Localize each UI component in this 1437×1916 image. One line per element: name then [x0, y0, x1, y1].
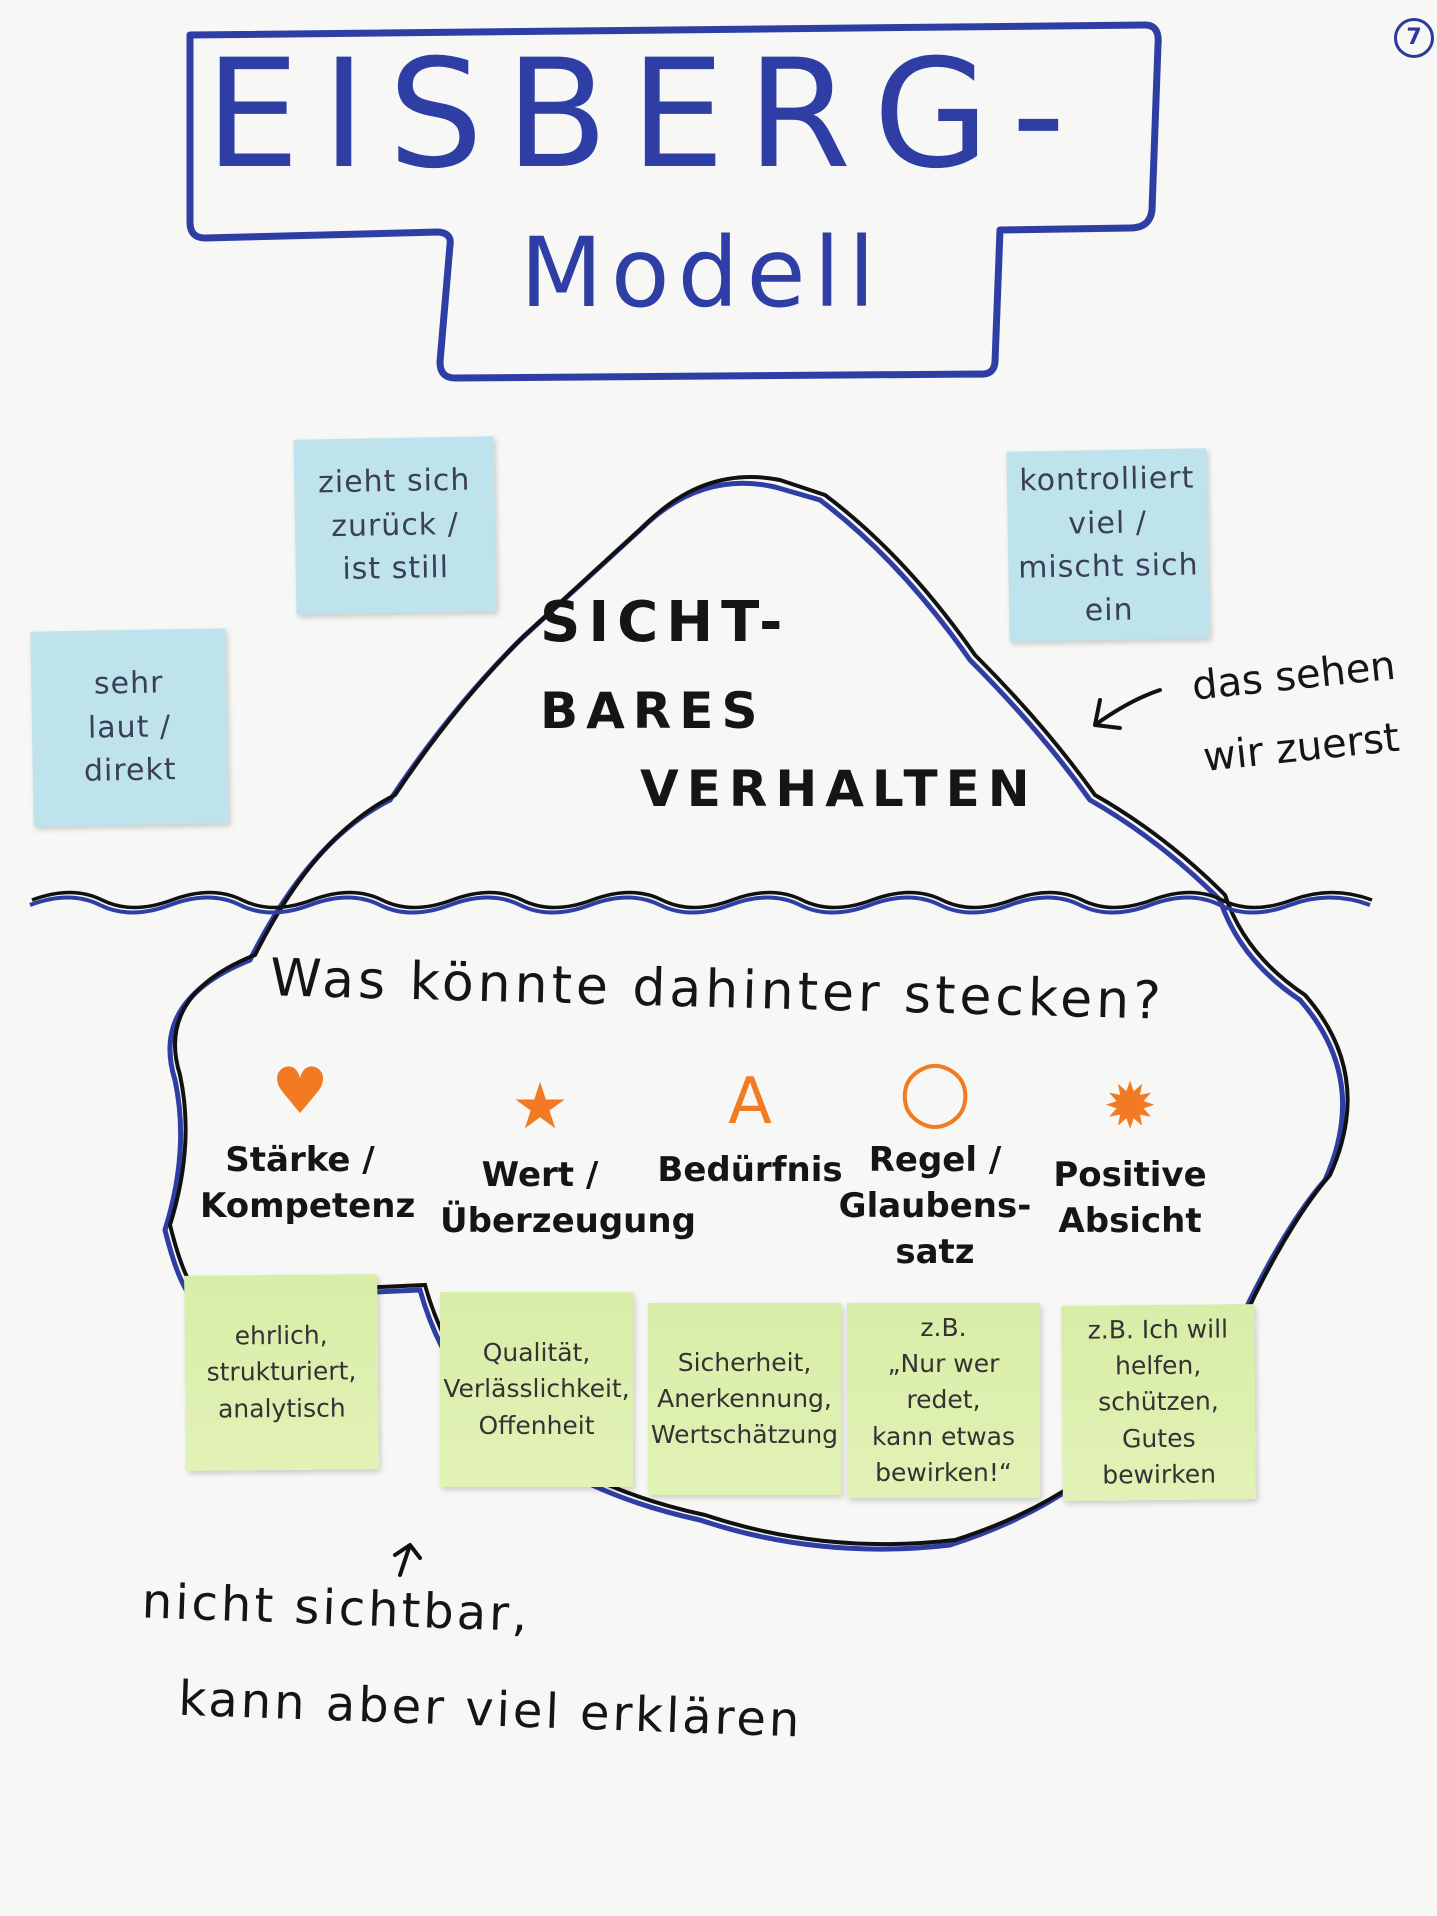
example-note-2: Qualität, Verlässlichkeit, Offenheit: [440, 1292, 633, 1487]
title-line-1: EISBERG-: [205, 28, 1088, 202]
title-frame: [186, 21, 1162, 382]
example-note-text: z.B. „Nur wer redet, kann etwas bewirken…: [872, 1312, 1015, 1487]
example-note-text: Qualität, Verlässlichkeit, Offenheit: [443, 1338, 630, 1440]
example-note-text: ehrlich, strukturiert, analytisch: [206, 1320, 357, 1424]
category-intention: ✹ Positive Absicht: [1030, 1075, 1230, 1245]
example-note-4: z.B. „Nur wer redet, kann etwas bewirken…: [847, 1303, 1040, 1498]
speech-bubble-icon: ◯: [899, 1055, 971, 1129]
example-note-5: z.B. Ich will helfen, schützen, Gutes be…: [1061, 1304, 1256, 1501]
a-icon: A: [728, 1065, 772, 1139]
example-note-3: Sicherheit, Anerkennung, Wertschätzung: [648, 1303, 841, 1495]
water-line-blue: [29, 895, 1371, 915]
example-note-text: z.B. Ich will helfen, schützen, Gutes be…: [1087, 1314, 1229, 1490]
behavior-note-text: zieht sich zurück / ist still: [317, 462, 471, 588]
category-strength: ♥ Stärke / Kompetenz: [200, 1055, 416, 1230]
category-value: ★ Wert / Überzeugung: [440, 1070, 696, 1245]
behavior-note-3: sehr laut / direkt: [30, 628, 229, 827]
heart-icon: ♥: [271, 1055, 329, 1129]
star-icon: ★: [511, 1070, 569, 1144]
side-note: das sehen wir zuerst: [1189, 642, 1402, 781]
title-line-2: Modell: [520, 217, 883, 329]
category-need: A Bedürfnis: [650, 1070, 850, 1194]
category-label: Bedürfnis: [657, 1150, 843, 1190]
arrow-up: [393, 1543, 422, 1577]
arrow-to-tip: [1093, 688, 1162, 730]
example-note-text: Sicherheit, Anerkennung, Wertschätzung: [650, 1347, 839, 1450]
iceberg-outline-black: [167, 475, 1350, 1547]
behavior-note-text: kontrolliert viel / mischt sich ein: [1017, 460, 1199, 628]
page-number: 7: [1394, 18, 1434, 58]
category-label: Regel / Glaubens- satz: [838, 1140, 1032, 1272]
water-line-black: [31, 890, 1373, 910]
sun-icon: ✹: [1103, 1070, 1157, 1144]
category-label: Positive Absicht: [1053, 1155, 1207, 1241]
category-rule: ◯ Regel / Glaubens- satz: [835, 1060, 1035, 1276]
example-note-1: ehrlich, strukturiert, analytisch: [184, 1274, 379, 1471]
visible-title-line-2: BARES: [540, 682, 766, 740]
bottom-text: nicht sichtbar, kann aber viel erklären: [137, 1553, 807, 1768]
category-label: Wert / Überzeugung: [440, 1155, 696, 1241]
visible-title-line-1: SICHT-: [540, 590, 791, 655]
category-label: Stärke / Kompetenz: [200, 1140, 416, 1226]
behavior-note-1: zieht sich zurück / ist still: [293, 436, 497, 615]
visible-title-line-3: VERHALTEN: [640, 760, 1038, 818]
behavior-note-text: sehr laut / direkt: [83, 665, 177, 790]
